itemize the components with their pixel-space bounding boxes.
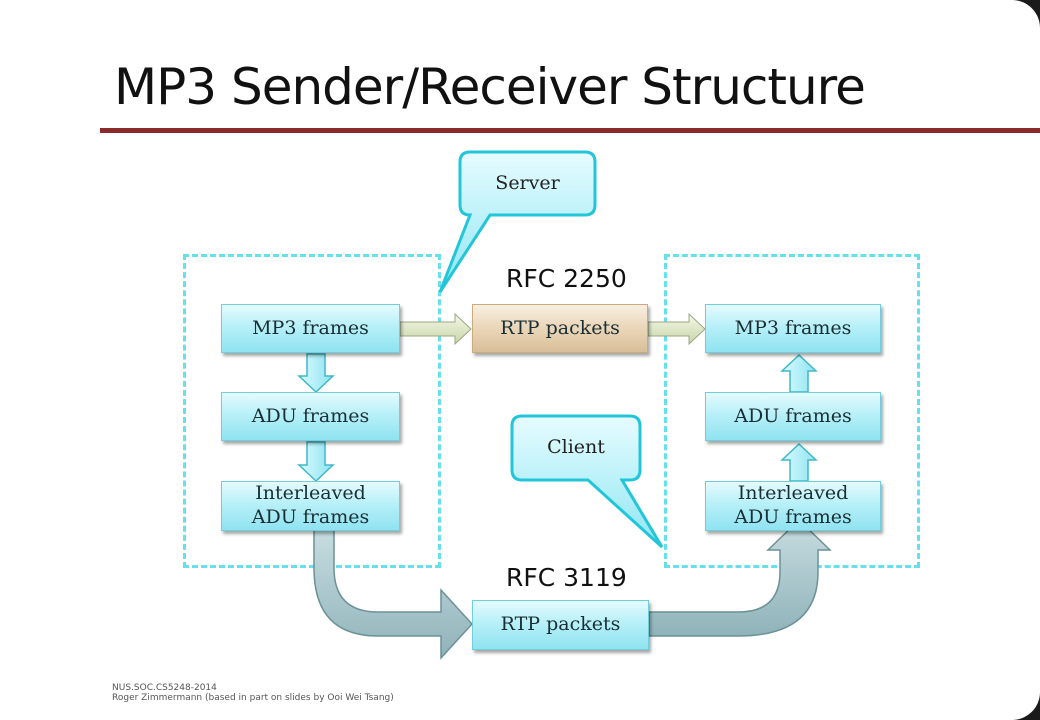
arrow-interleaved-to-rtp-icon xyxy=(313,527,474,660)
server-callout-bubble xyxy=(438,150,597,293)
client-callout-label: Client xyxy=(547,436,605,458)
slide-footer: NUS.SOC.CS5248-2014 Roger Zimmermann (ba… xyxy=(112,683,394,704)
arrow-mp3-to-adu-icon xyxy=(297,353,335,394)
rtp-packets-bottom-box: RTP packets xyxy=(472,600,649,650)
sender-group-border xyxy=(183,254,441,568)
sender-mp3-frames-box: MP3 frames xyxy=(221,304,400,353)
sender-adu-frames-box: ADU frames xyxy=(221,392,400,441)
arrow-rtp-to-receiver-icon xyxy=(647,312,706,346)
server-callout-label: Server xyxy=(495,172,560,194)
title-underline xyxy=(100,128,1040,133)
arrow-sender-to-rtp-icon xyxy=(399,312,472,346)
arrow-rtp-to-receiver-interleaved-icon xyxy=(648,518,832,637)
footer-course: NUS.SOC.CS5248-2014 xyxy=(112,683,217,693)
arrow-adu-to-interleaved-icon xyxy=(297,441,335,483)
client-callout-bubble xyxy=(510,414,664,549)
receiver-interleaved-adu-frames-box: Interleaved ADU frames xyxy=(705,481,881,531)
sender-interleaved-adu-frames-box: Interleaved ADU frames xyxy=(221,481,400,531)
footer-author: Roger Zimmermann (based in part on slide… xyxy=(112,693,394,704)
receiver-adu-frames-box: ADU frames xyxy=(705,392,881,441)
rfc-2250-label: RFC 2250 xyxy=(506,264,627,293)
arrow-adu-to-mp3-icon xyxy=(780,353,818,393)
rfc-3119-label: RFC 3119 xyxy=(506,563,627,592)
arrow-interleaved-to-adu-icon xyxy=(780,442,818,482)
receiver-mp3-frames-box: MP3 frames xyxy=(705,304,881,353)
rtp-packets-top-box: RTP packets xyxy=(472,304,648,353)
slide-title: MP3 Sender/Receiver Structure xyxy=(114,58,866,116)
